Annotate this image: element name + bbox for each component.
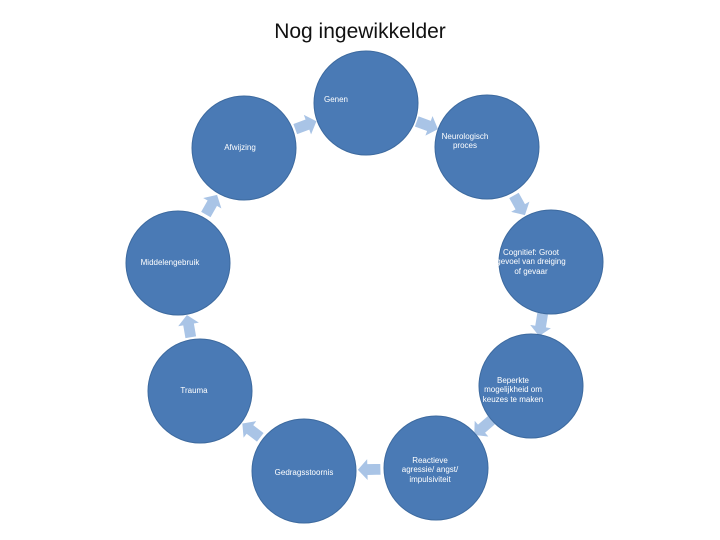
- cycle-arrow: [241, 419, 266, 444]
- cycle-arrow: [199, 193, 224, 219]
- cycle-node-8: [125, 210, 231, 316]
- cycle-node-9: [191, 95, 297, 201]
- cycle-node-label: Beperkte mogelijkheid om keuzes te maken: [482, 375, 544, 404]
- cycle-node-2: [434, 94, 540, 200]
- cycle-node-label: Neurologisch proces: [441, 131, 489, 151]
- cycle-node-label: Reactieve agressie/ angst/ impulsiviteit: [401, 455, 459, 484]
- cycle-node-1: [313, 50, 419, 156]
- cycle-node-4: [478, 333, 584, 439]
- cycle-node-7: [147, 338, 253, 444]
- slide-title: Nog ingewikkelder: [274, 20, 446, 43]
- cycle-arrow: [356, 455, 382, 484]
- cycle-node-label: Trauma: [180, 386, 208, 396]
- cycle-arrow: [473, 414, 497, 439]
- cycle-node-label: Genen: [323, 95, 349, 105]
- cycle-node-6: [251, 418, 357, 524]
- cycle-arrow: [507, 191, 532, 217]
- cycle-node-label: Gedragsstoornis: [274, 468, 334, 478]
- cycle-arrow: [175, 313, 203, 340]
- cycle-arrow: [413, 112, 440, 139]
- cycle-arrow: [291, 112, 318, 138]
- cycle-arrow: [527, 311, 555, 338]
- cycle-node-3: [498, 209, 604, 315]
- cycle-node-label: Cognitief: Groot gevoel van dreiging of …: [496, 247, 566, 276]
- cycle-node-label: Afwijzing: [224, 143, 256, 153]
- cycle-node-5: [383, 415, 489, 521]
- cycle-node-label: Middelengebruik: [140, 258, 200, 268]
